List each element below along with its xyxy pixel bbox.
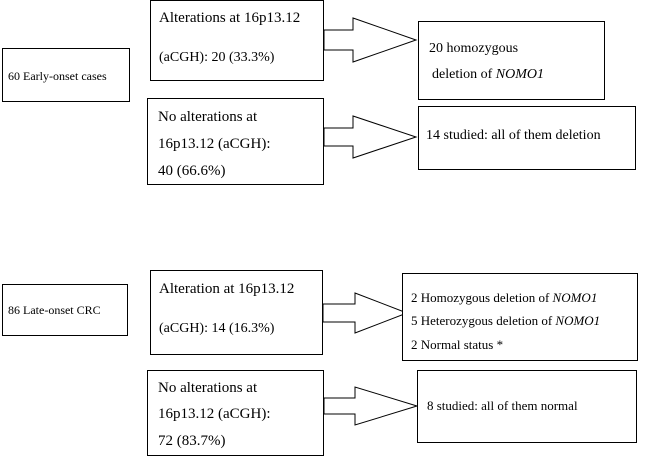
late-no-alteration-line1: No alterations at xyxy=(158,380,258,396)
late-alteration-line2: (aCGH): 14 (16.3%) xyxy=(159,321,275,336)
early-result-gene: NOMO1 xyxy=(495,67,544,82)
late-result-deletion-box: 2 Homozygous deletion of NOMO1 5 Heteroz… xyxy=(402,273,638,361)
late-result-line3: 2 Normal status * xyxy=(411,337,504,352)
late-no-alteration-line3: 72 (83.7%) xyxy=(158,433,226,449)
early-no-alteration-box: No alterations at 16p13.12 (aCGH): 40 (6… xyxy=(147,98,324,185)
early-result-homozygous-box: 20 homozygous deletion of NOMO1 xyxy=(418,21,605,100)
early-alteration-line1: Alterations at 16p13.12 xyxy=(159,10,301,26)
late-no-alteration-line2: 16p13.12 (aCGH): xyxy=(158,406,271,422)
early-result-line2: deletion of NOMO1 xyxy=(432,68,544,82)
late-result-studied-box: 8 studied: all of them normal xyxy=(417,370,637,443)
early-result-line2-prefix: deletion of xyxy=(432,67,496,82)
early-onset-source-box: 60 Early-onset cases xyxy=(2,48,130,102)
late-result-line2-prefix: 5 Heterozygous deletion of xyxy=(411,313,556,328)
early-alteration-line2: (aCGH): 20 (33.3%) xyxy=(159,50,275,65)
late-result-studied-text: 8 studied: all of them normal xyxy=(427,398,578,413)
late-result-line2: 5 Heterozygous deletion of NOMO1 xyxy=(411,314,600,327)
late-result-line2-gene: NOMO1 xyxy=(555,313,601,328)
late-result-line1-prefix: 2 Homozygous deletion of xyxy=(411,290,553,305)
late-onset-source-box: 86 Late-onset CRC xyxy=(2,284,128,336)
late-alteration-line1: Alteration at 16p13.12 xyxy=(159,281,295,297)
early-result-studied-box: 14 studied: all of them deletion xyxy=(418,106,636,170)
early-alteration-box: Alterations at 16p13.12 (aCGH): 20 (33.3… xyxy=(150,0,324,81)
early-no-alteration-line2: 16p13.12 (aCGH): xyxy=(158,136,271,152)
early-onset-source-label: 60 Early-onset cases xyxy=(8,69,107,83)
early-no-alteration-line1: No alterations at xyxy=(158,109,258,125)
late-onset-source-label: 86 Late-onset CRC xyxy=(8,303,101,317)
early-result-studied-text: 14 studied: all of them deletion xyxy=(426,128,601,143)
early-no-alteration-line3: 40 (66.6%) xyxy=(158,163,226,179)
late-no-alteration-box: No alterations at 16p13.12 (aCGH): 72 (8… xyxy=(147,370,324,456)
late-result-line1-gene: NOMO1 xyxy=(552,290,598,305)
early-result-line1: 20 homozygous xyxy=(429,41,519,56)
late-result-line1: 2 Homozygous deletion of NOMO1 xyxy=(411,291,597,304)
